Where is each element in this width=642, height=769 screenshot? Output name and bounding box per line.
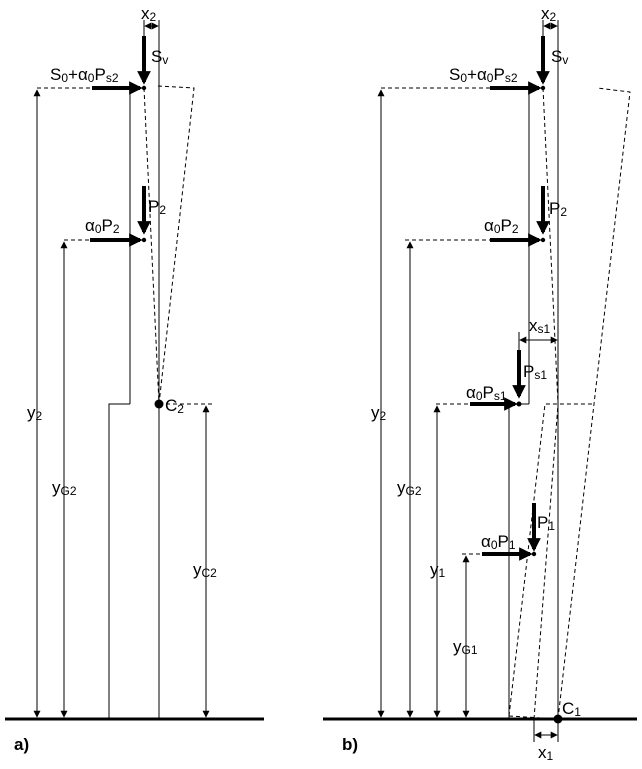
- deflected-lower-left: [508, 403, 594, 717]
- lower-column-left-edge: [108, 403, 130, 719]
- label-a0p1: α0P1: [481, 532, 516, 552]
- label-a0ps1: α0Ps1: [466, 383, 507, 403]
- center-line-lower: [533, 403, 559, 720]
- label-c2: C2: [165, 396, 184, 416]
- panel-b: x2 Sv S0+α0Ps2 P2 α0P2 xs1 Ps1 α0Ps1 P1 …: [323, 4, 637, 763]
- deflected-shape-outer: [557, 87, 631, 720]
- label-x1: x1: [538, 743, 554, 763]
- label-y2: y2: [27, 403, 43, 423]
- label-sv: Sv: [551, 47, 568, 67]
- label-x2: x2: [141, 4, 157, 24]
- label-p2: P2: [148, 197, 166, 217]
- s1-node: [516, 401, 522, 407]
- top-node: [540, 85, 546, 91]
- panel-a: x2 Sv S0+α0Ps2 P2 α0P2 C2 y2 yG2 yC2 a): [5, 4, 264, 754]
- g1-node: [531, 551, 537, 557]
- deflected-shape: [157, 85, 195, 405]
- g2-node: [540, 237, 546, 243]
- deflected-base: [508, 715, 559, 720]
- center-line-upper: [143, 87, 160, 405]
- label-a0p2: α0P2: [484, 216, 519, 236]
- c2-node: [154, 399, 164, 409]
- label-p2: P2: [549, 199, 567, 219]
- center-line-upper: [542, 87, 559, 405]
- label-p1: P1: [537, 513, 555, 533]
- g2-node: [141, 237, 147, 243]
- label-yg1: yG1: [453, 637, 478, 657]
- label-y2: y2: [371, 403, 387, 423]
- c1-node: [553, 714, 563, 724]
- label-sv: Sv: [151, 47, 168, 67]
- top-node: [141, 85, 147, 91]
- panel-label-b: b): [342, 735, 358, 754]
- label-yg2: yG2: [397, 478, 422, 498]
- label-top-force: S0+α0Ps2: [50, 65, 119, 85]
- label-xs1: xs1: [529, 316, 551, 336]
- label-x2: x2: [541, 4, 557, 24]
- label-c1: C1: [562, 699, 581, 719]
- label-yg2: yG2: [52, 478, 77, 498]
- panel-label-a: a): [14, 735, 29, 754]
- label-ps1: Ps1: [523, 362, 547, 382]
- label-a0p2: α0P2: [85, 216, 120, 236]
- label-y1: y1: [430, 560, 446, 580]
- label-yc2: yC2: [193, 560, 217, 580]
- label-top-force: S0+α0Ps2: [449, 65, 518, 85]
